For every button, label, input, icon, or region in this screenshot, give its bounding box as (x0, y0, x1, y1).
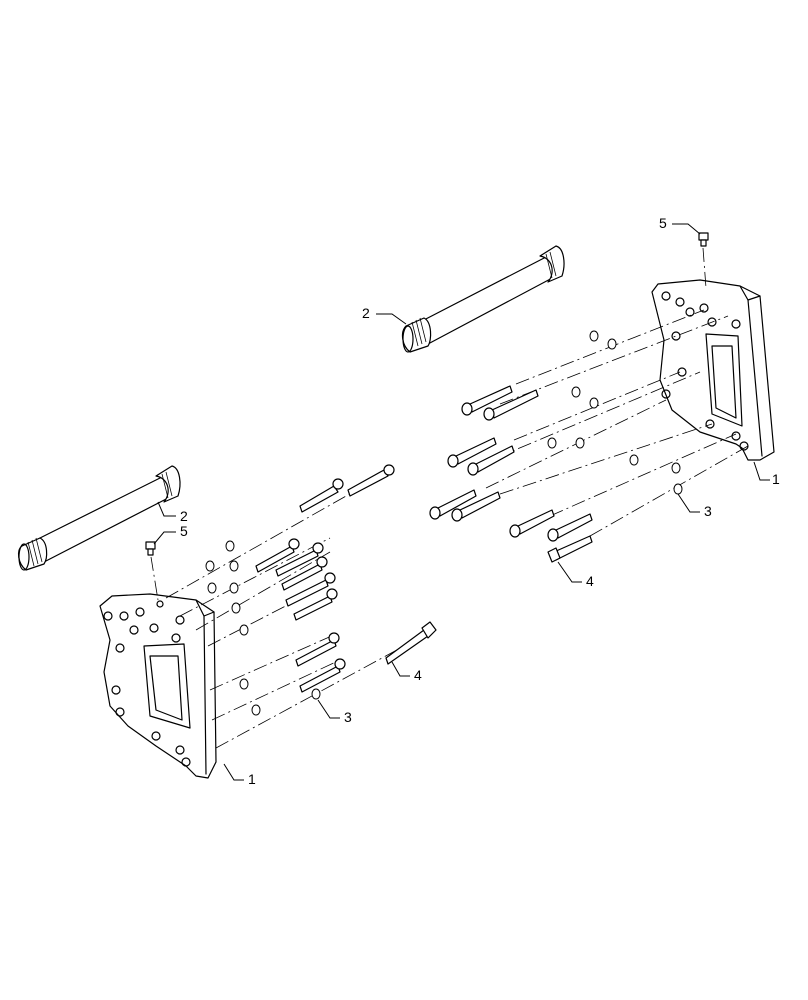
callouts-left: 5 2 4 3 1 (153, 501, 422, 787)
callout-fitting-right: 5 (659, 215, 667, 231)
callout-bolt-left: 4 (414, 667, 422, 683)
washers-left (205, 540, 321, 716)
fitting-left (145, 541, 159, 601)
callout-bolt-right: 4 (586, 573, 594, 589)
callout-fitting-left: 5 (180, 523, 188, 539)
callout-shaft-top: 2 (362, 305, 370, 321)
fitting-right (698, 232, 709, 289)
callout-housing-left: 1 (248, 771, 256, 787)
callout-shaft-left: 2 (180, 508, 188, 524)
bolts-left (255, 464, 437, 693)
callouts-right: 5 2 1 3 4 (362, 215, 780, 589)
callout-washer-left: 3 (344, 709, 352, 725)
housing-left (99, 593, 217, 779)
callout-washer-right: 3 (704, 503, 712, 519)
bolts-right (429, 385, 593, 563)
shaft-top (401, 245, 565, 353)
washers-right (547, 330, 683, 495)
callout-housing-right: 1 (772, 471, 780, 487)
shaft-left (17, 465, 181, 571)
housing-right (651, 279, 775, 461)
